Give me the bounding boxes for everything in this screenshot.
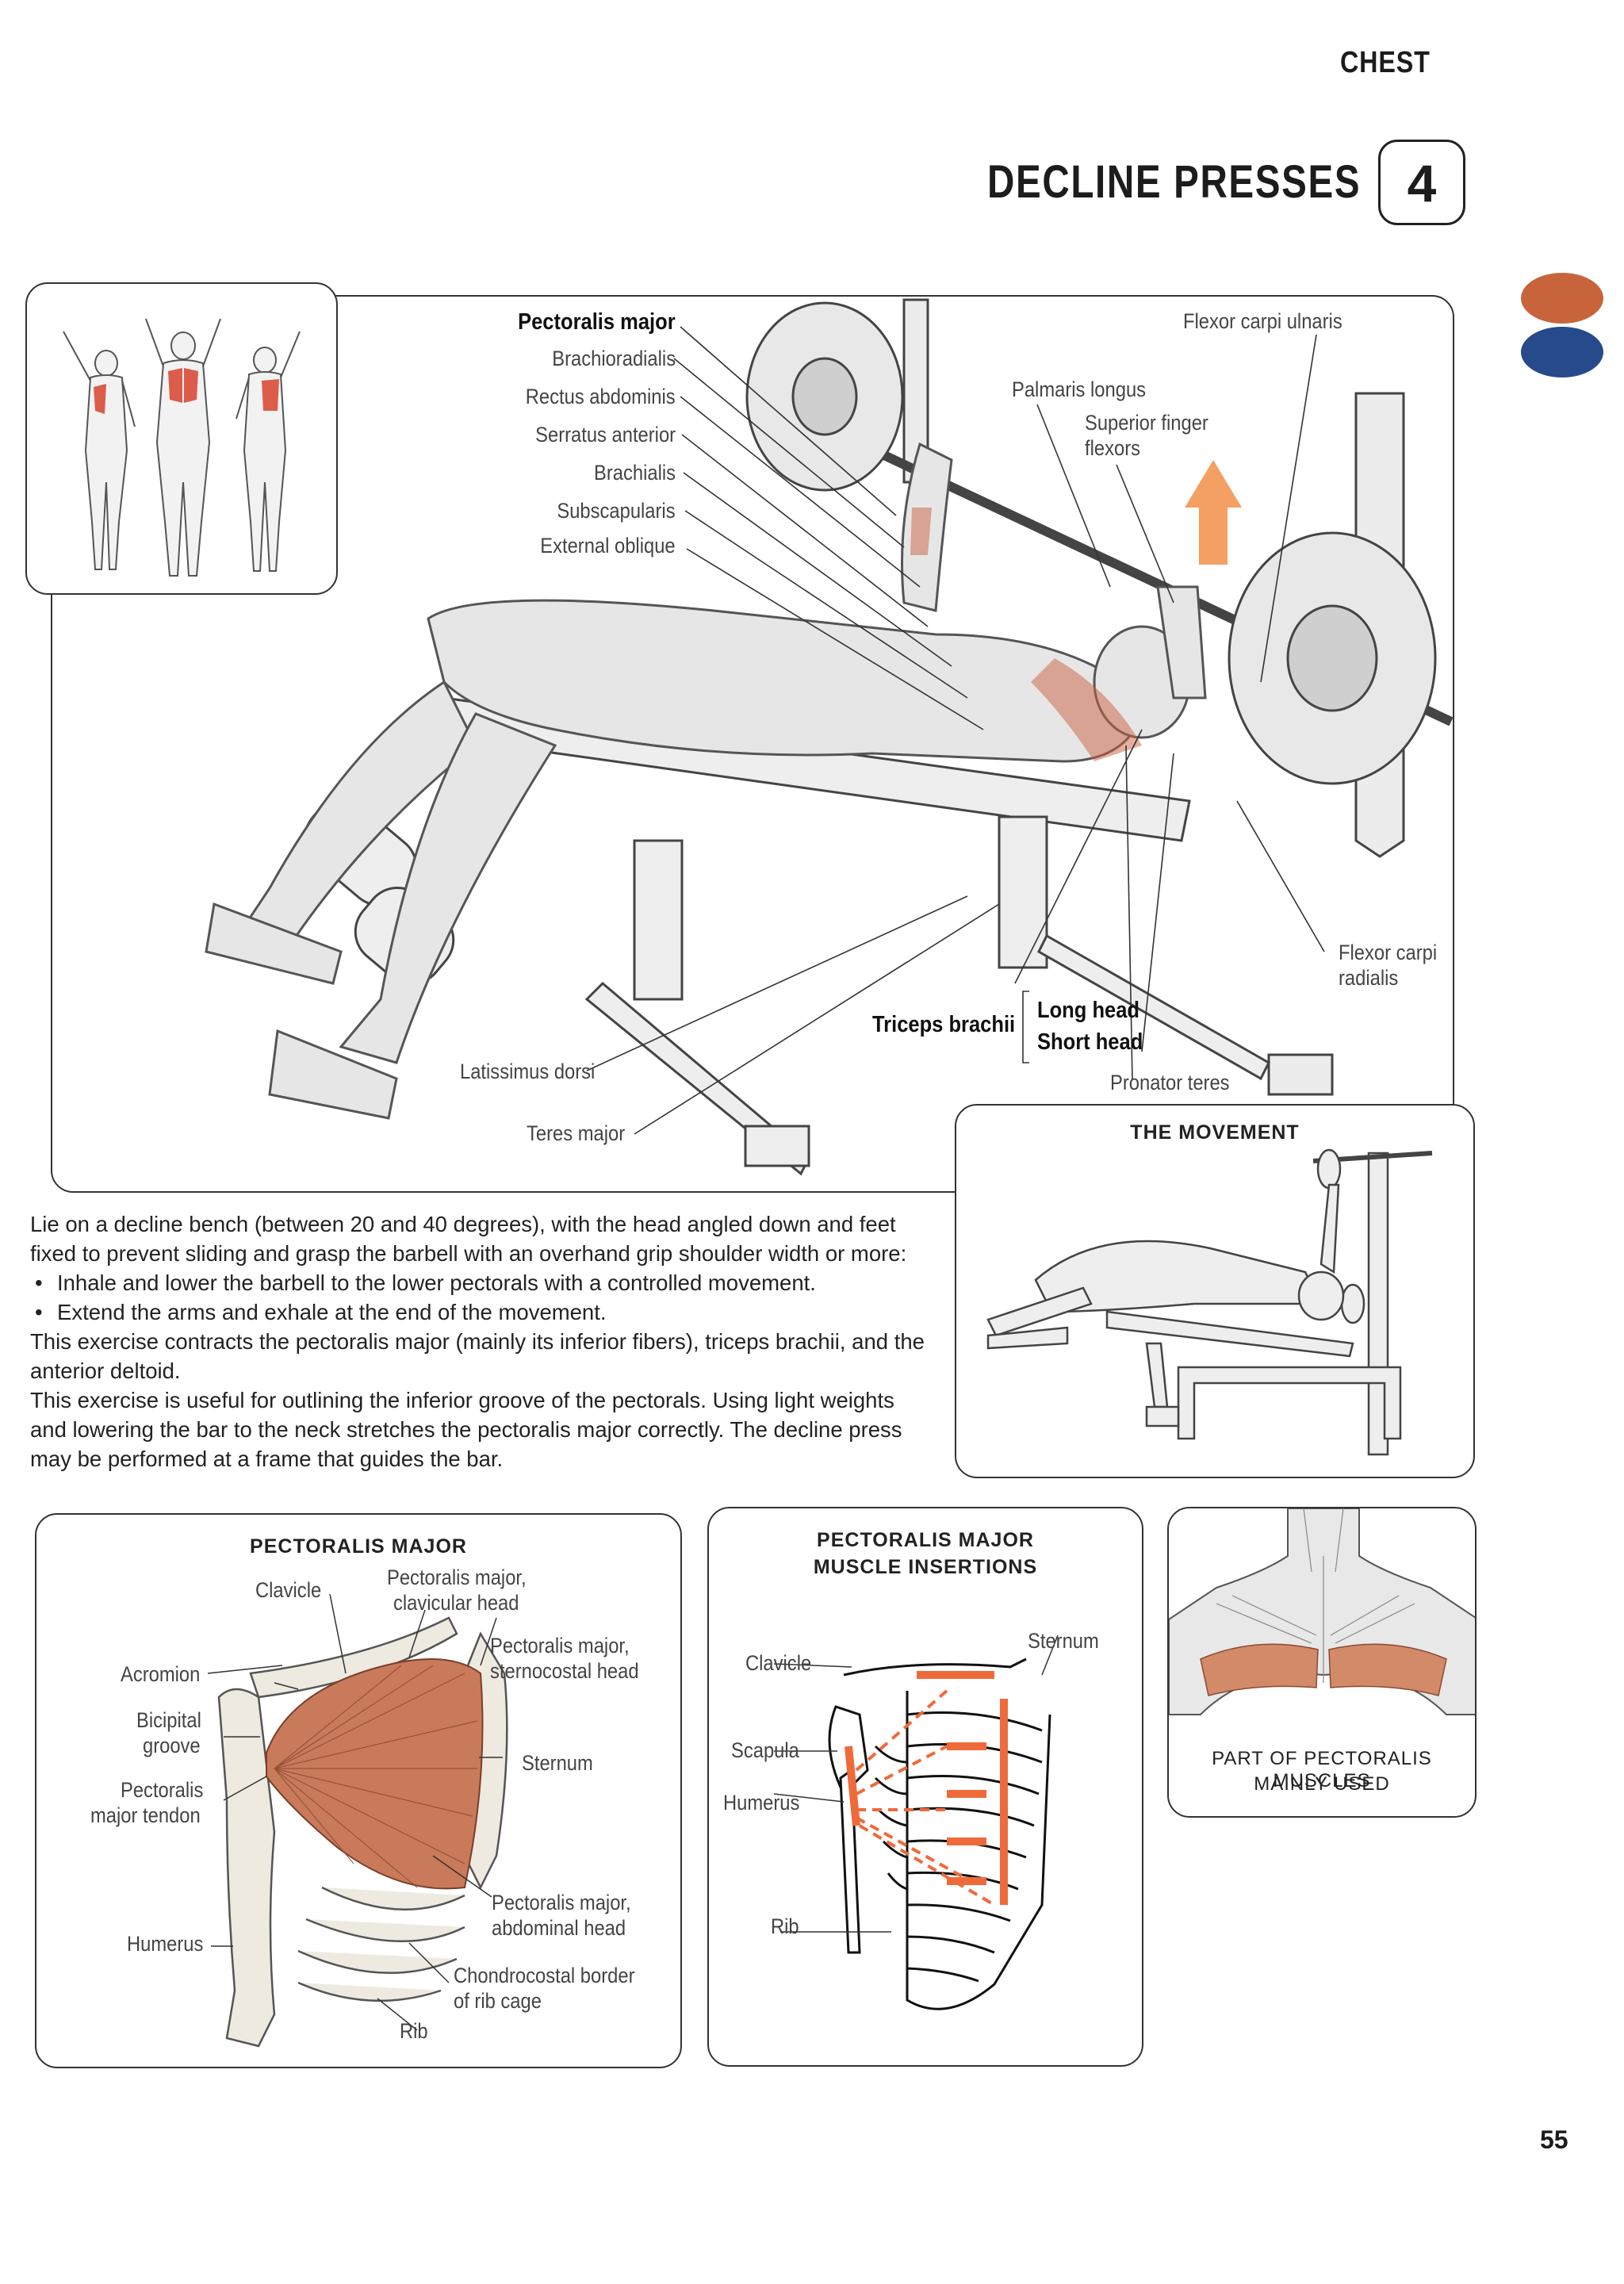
page-title: DECLINE PRESSES bbox=[987, 156, 1362, 208]
section-label: CHEST bbox=[1340, 46, 1431, 79]
label-long-head: Long head bbox=[1037, 998, 1140, 1023]
pm-label-clavicle: Clavicle bbox=[255, 1578, 322, 1602]
label-brachialis: Brachialis bbox=[593, 461, 676, 485]
label-triceps-brachii: Triceps brachii bbox=[872, 1012, 1016, 1037]
mi-label-humerus: Humerus bbox=[723, 1791, 800, 1815]
chest-muscles-illustration bbox=[1169, 1508, 1475, 1715]
mi-label-rib: Rib bbox=[771, 1914, 799, 1938]
movement-title: THE MOVEMENT bbox=[1130, 1121, 1300, 1144]
pm-label-tendon-1: Pectoralis bbox=[121, 1778, 204, 1802]
label-superior-finger-flexors-2: flexors bbox=[1085, 436, 1140, 460]
pm-label-clavicular-head-1: Pectoralis major, bbox=[387, 1565, 527, 1589]
pm-label-sternocostal-2: sternocostal head bbox=[490, 1659, 639, 1683]
label-pronator-teres: Pronator teres bbox=[1110, 1071, 1230, 1094]
mi-label-scapula: Scapula bbox=[731, 1738, 799, 1762]
movement-illustration bbox=[986, 1148, 1433, 1456]
description-step-2: Extend the arms and exhale at the end of… bbox=[30, 1297, 934, 1327]
pm-label-sternum: Sternum bbox=[522, 1751, 593, 1775]
pm-label-tendon-2: major tendon bbox=[90, 1803, 201, 1827]
exercise-number: 4 bbox=[1378, 140, 1465, 225]
label-flexor-carpi-ulnaris: Flexor carpi ulnaris bbox=[1183, 309, 1342, 333]
label-pectoralis-major: Pectoralis major bbox=[518, 309, 676, 335]
muscle-map-inset bbox=[25, 282, 338, 595]
label-palmaris-longus: Palmaris longus bbox=[1012, 377, 1147, 401]
label-subscapularis: Subscapularis bbox=[557, 499, 676, 523]
exercise-description: Lie on a decline bench (between 20 and 4… bbox=[30, 1209, 934, 1473]
label-rectus-abdominis: Rectus abdominis bbox=[526, 385, 676, 408]
pm-label-sternocostal-1: Pectoralis major, bbox=[490, 1634, 630, 1657]
insertions-title-2: MUSCLE INSERTIONS bbox=[813, 1556, 1038, 1578]
pec-major-title: PECTORALIS MAJOR bbox=[250, 1535, 467, 1558]
muscle-insertions-panel: PECTORALIS MAJOR MUSCLE INSERTIONS bbox=[707, 1507, 1143, 2067]
decline-press-illustration bbox=[205, 298, 1454, 1176]
pm-label-bicipital-1: Bicipital bbox=[136, 1708, 201, 1732]
pm-label-humerus: Humerus bbox=[127, 1932, 204, 1956]
label-brachioradialis: Brachioradialis bbox=[552, 347, 676, 370]
description-muscles: This exercise contracts the pectoralis m… bbox=[30, 1329, 925, 1383]
pm-label-clavicular-head-2: clavicular head bbox=[393, 1591, 519, 1615]
pectoralis-major-panel: PECTORALIS MAJOR bbox=[35, 1513, 682, 2068]
pm-label-rib: Rib bbox=[400, 2019, 428, 2043]
description-intro: Lie on a decline bench (between 20 and 4… bbox=[30, 1212, 907, 1266]
insertions-title-1: PECTORALIS MAJOR bbox=[817, 1529, 1034, 1551]
muscles-used-caption-2: MAINLY USED bbox=[1254, 1773, 1390, 1795]
page-number: 55 bbox=[1540, 2125, 1568, 2154]
pm-label-chondro-2: of rib cage bbox=[454, 1989, 542, 2013]
rib-cage-insertions bbox=[773, 1634, 1059, 2010]
pm-label-abdominal-1: Pectoralis major, bbox=[492, 1891, 631, 1914]
label-serratus-anterior: Serratus anterior bbox=[535, 423, 676, 446]
muscles-used-caption-1: PART OF PECTORALIS MUSCLES bbox=[1212, 1748, 1432, 1792]
pectoralis-anatomy bbox=[207, 1593, 508, 2048]
orange-marker bbox=[1521, 273, 1603, 324]
mi-label-clavicle: Clavicle bbox=[745, 1651, 812, 1675]
label-flexor-carpi-radialis-1: Flexor carpi bbox=[1339, 941, 1438, 964]
muscle-figures bbox=[63, 318, 301, 577]
pm-label-bicipital-2: groove bbox=[143, 1734, 201, 1757]
label-external-oblique: External oblique bbox=[540, 534, 676, 558]
description-usage: This exercise is useful for outlining th… bbox=[30, 1388, 902, 1471]
muscles-used-panel: PART OF PECTORALIS MUSCLES MAINLY USED bbox=[1167, 1507, 1477, 1818]
blue-marker bbox=[1521, 327, 1603, 377]
pm-label-acromion: Acromion bbox=[121, 1662, 201, 1686]
label-latissimus-dorsi: Latissimus dorsi bbox=[460, 1060, 596, 1083]
mi-label-sternum: Sternum bbox=[1028, 1629, 1099, 1653]
label-short-head: Short head bbox=[1037, 1029, 1143, 1055]
label-superior-finger-flexors-1: Superior finger bbox=[1085, 411, 1208, 435]
label-teres-major: Teres major bbox=[527, 1121, 626, 1145]
description-step-1: Inhale and lower the barbell to the lowe… bbox=[30, 1268, 934, 1297]
movement-panel: THE MOVEMENT bbox=[955, 1104, 1475, 1478]
pm-label-chondro-1: Chondrocostal border bbox=[454, 1964, 635, 1987]
label-flexor-carpi-radialis-2: radialis bbox=[1339, 966, 1399, 990]
pm-label-abdominal-2: abdominal head bbox=[492, 1916, 626, 1940]
